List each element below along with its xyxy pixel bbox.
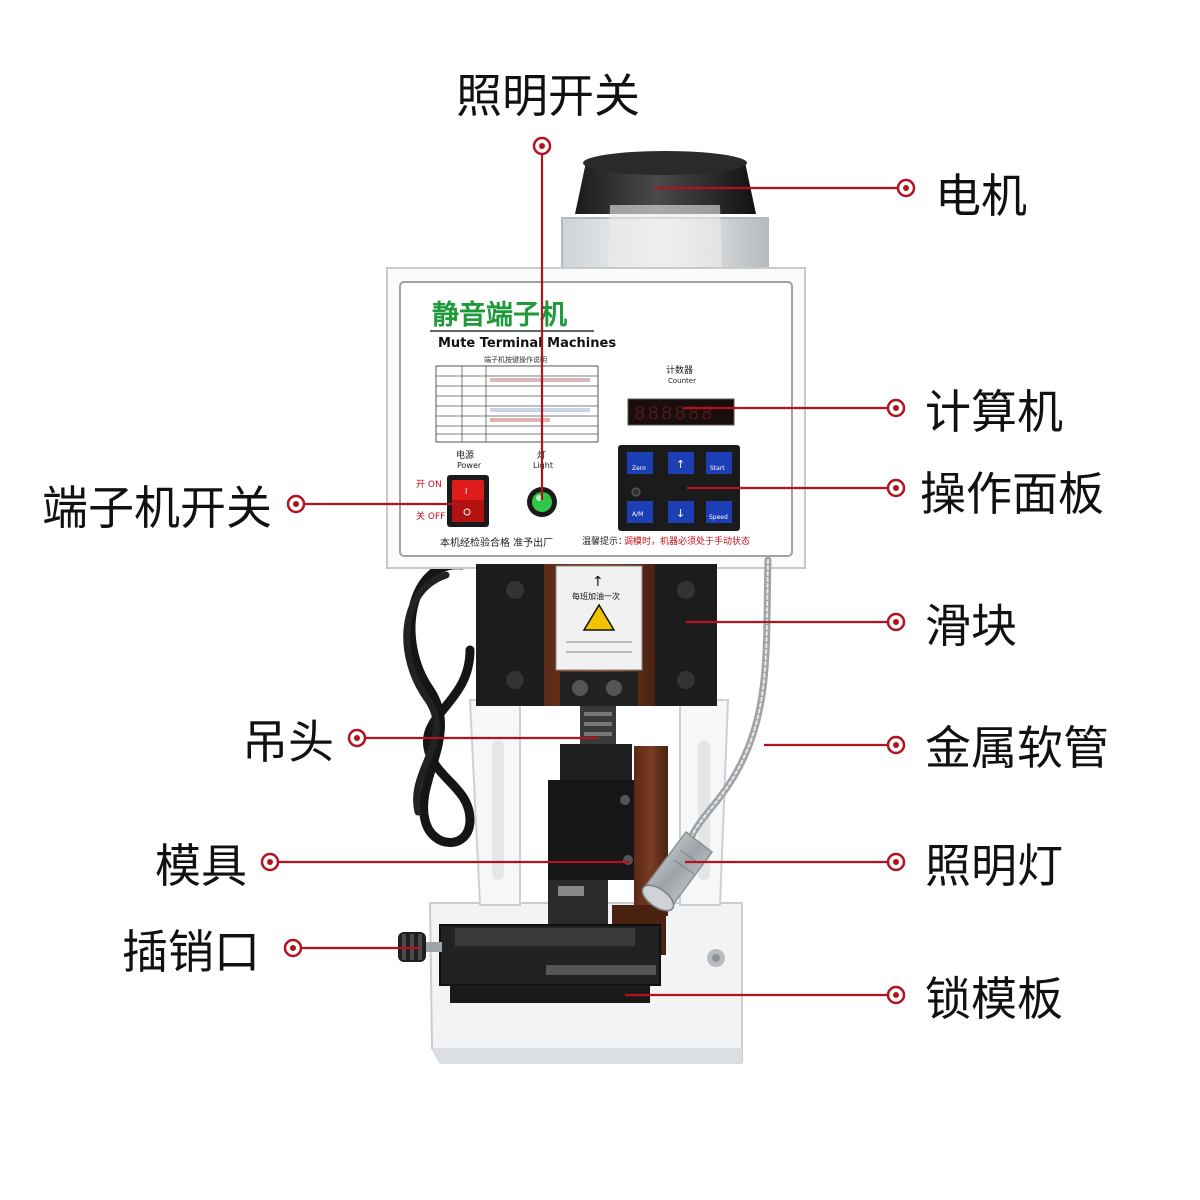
key-auto[interactable]: [627, 501, 653, 523]
warm-tip-text: 调模时，机器必须处于手动状态: [624, 535, 750, 547]
label-motor: 电机: [935, 169, 1027, 223]
key-down[interactable]: [668, 501, 694, 523]
clamp-bolt: [606, 680, 622, 696]
off-label: 关 OFF: [416, 510, 445, 522]
marker-terminal-switch: [286, 494, 306, 514]
terminal-machine: 静音端子机 Mute Terminal Machines 端子机按键操作说明 电…: [386, 151, 806, 1064]
label-slider: 滑块: [925, 599, 1017, 653]
on-label: 开 ON: [416, 479, 442, 490]
lock-plate-top: [455, 928, 635, 946]
keypad-indicator: [631, 487, 641, 497]
mold-body: [548, 780, 636, 880]
marker-metal-hose: [886, 735, 906, 755]
key-down-icon: ↓: [676, 507, 685, 520]
mold-screw: [620, 795, 630, 805]
power-cable: [403, 571, 450, 816]
clamp-bolt: [572, 680, 588, 696]
warm-tip-label: 温馨提示：: [582, 535, 627, 547]
motor-top: [583, 151, 747, 175]
key-zero-label: Zero: [632, 465, 646, 472]
hanger-thread: [584, 732, 612, 736]
metal-hose-highlight: [689, 559, 769, 841]
mold-screw: [623, 855, 633, 865]
marker-control-panel: [886, 478, 906, 498]
label-hanger: 吊头: [242, 715, 334, 769]
key-auto-icon: A/M: [632, 511, 643, 518]
callout-labels: 照明开关 电机 计算机 操作面板 端子机开关 滑块 吊头 金属软管 模具 照明灯…: [42, 69, 1109, 1026]
slider-bolt: [677, 671, 695, 689]
label-lamp: 照明灯: [925, 839, 1063, 893]
key-speed-label: Speed: [709, 514, 728, 521]
label-control-panel: 操作面板: [920, 467, 1104, 521]
callout-markers: [260, 136, 916, 1005]
machine-title-cn: 静音端子机: [432, 299, 567, 331]
key-zero[interactable]: [627, 452, 653, 474]
column-slot: [492, 740, 504, 880]
counter-value: 888888: [634, 403, 715, 424]
motor-neck: [608, 205, 722, 270]
marker-mold: [260, 852, 280, 872]
base-plate-front: [432, 1048, 742, 1064]
label-terminal-switch: 端子机开关: [42, 481, 272, 535]
hanger-thread: [584, 722, 612, 726]
light-switch-glint: [536, 495, 542, 501]
callouts: [270, 152, 903, 997]
instruction-table: [435, 365, 599, 443]
label-mold: 模具: [155, 839, 247, 893]
base-bolt: [712, 954, 720, 962]
lamp: [641, 830, 714, 912]
marker-slider: [886, 612, 906, 632]
key-start[interactable]: [706, 452, 732, 474]
key-up[interactable]: [668, 452, 694, 474]
power-switch-mark-off: [463, 508, 471, 516]
mold-feeder: [558, 886, 584, 896]
label-metal-hose: 金属软管: [925, 721, 1109, 775]
slider-clamp: [560, 672, 638, 706]
slider-bolt: [506, 671, 524, 689]
power-switch-mark-on: I: [465, 487, 467, 496]
machine-title-en: Mute Terminal Machines: [438, 336, 616, 351]
key-speed[interactable]: [706, 501, 732, 523]
key-up-icon: ↑: [676, 458, 685, 471]
power-label-cn: 电源: [456, 449, 474, 461]
counter-label-cn: 计数器: [666, 364, 693, 376]
lock-plate-slot: [546, 965, 656, 975]
marker-lighting-switch: [532, 136, 552, 156]
power-cable: [406, 560, 475, 847]
marker-lock-plate: [886, 985, 906, 1005]
qc-text: 本机经检验合格 准予出厂: [440, 536, 553, 549]
slider-bolt: [677, 581, 695, 599]
counter-label-en: Counter: [668, 377, 696, 385]
warning-icon: [582, 603, 616, 631]
label-pin-port: 插销口: [122, 925, 260, 979]
label-computer: 计算机: [925, 385, 1063, 439]
marker-pin-port: [283, 938, 303, 958]
oil-notice: 每班加油一次: [572, 591, 620, 601]
marker-motor: [896, 178, 916, 198]
table-caption: 端子机按键操作说明: [484, 355, 547, 364]
label-lighting-switch: 照明开关: [456, 69, 640, 123]
pin-rod: [426, 942, 442, 952]
slider-arrow-icon: ↑: [592, 574, 604, 590]
lock-plate-bottom: [450, 985, 650, 1003]
slider-bolt: [506, 581, 524, 599]
marker-lamp: [886, 852, 906, 872]
hanger-thread: [584, 712, 612, 716]
mold-top: [560, 744, 632, 780]
marker-hanger: [347, 728, 367, 748]
power-switch-shade: [452, 500, 484, 522]
key-start-label: Start: [710, 465, 725, 472]
label-lock-plate: 锁模板: [925, 972, 1063, 1026]
counter-display: [627, 398, 735, 426]
power-label-en: Power: [457, 461, 482, 470]
marker-computer: [886, 398, 906, 418]
